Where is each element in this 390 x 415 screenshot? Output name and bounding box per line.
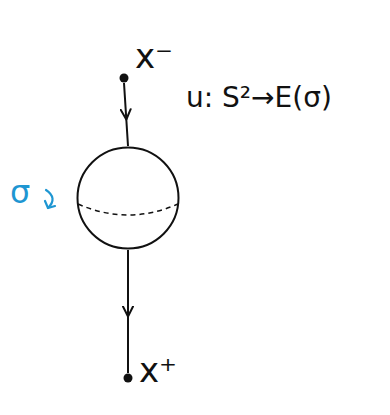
point-dot — [119, 73, 129, 83]
arrow-line — [127, 250, 129, 373]
equator-back — [78, 204, 178, 215]
rotation-arrowhead — [45, 201, 55, 208]
sphere-outline — [78, 148, 179, 249]
sphere-outline — [76, 146, 180, 250]
point-dot — [124, 374, 133, 383]
point-dot — [120, 74, 129, 83]
rotation-label: σ — [10, 176, 30, 208]
node-label: x⁺ — [139, 353, 177, 387]
node-label: x⁻ — [135, 39, 173, 73]
node-label: u: S²→E(σ) — [186, 84, 332, 112]
sphere-node: u: S²→E(σ) — [76, 146, 180, 250]
arrow-line — [124, 83, 128, 146]
point-dot — [123, 373, 133, 383]
point-node: x⁻ — [119, 73, 129, 83]
point-node: x⁺ — [123, 373, 133, 383]
